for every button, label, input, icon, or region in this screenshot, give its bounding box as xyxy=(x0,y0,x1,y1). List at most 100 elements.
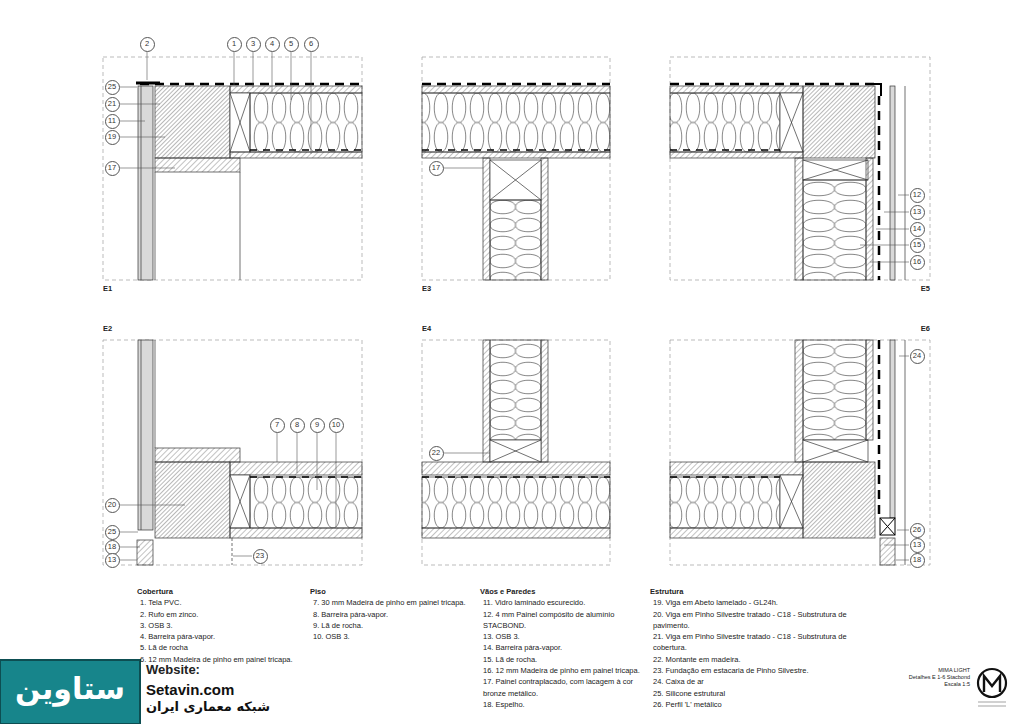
callout-number: 16 xyxy=(913,258,921,266)
list-heading: Vãos e Paredes xyxy=(480,586,640,597)
callout-circle: 15 xyxy=(910,238,925,253)
callout-number: 11 xyxy=(108,117,116,125)
callout-circle: 21 xyxy=(105,97,120,112)
callout-number: 19 xyxy=(108,133,116,141)
callout-circle: 16 xyxy=(910,255,925,270)
callout-circle: 3 xyxy=(246,37,261,52)
callout-circle: 23 xyxy=(253,549,268,564)
panel-label: E5 xyxy=(921,285,930,294)
callout-circle: 26 xyxy=(910,523,925,538)
panel-label: E4 xyxy=(422,325,431,334)
callout-circle: 10 xyxy=(329,418,344,433)
list-item: 14. Barreira pára-vapor. xyxy=(480,642,640,653)
list-item: 15. Lã de rocha. xyxy=(480,654,640,665)
callout-number: 18 xyxy=(913,556,921,564)
callout-circle: 20 xyxy=(105,498,120,513)
list-item: 19. Viga em Abeto lamelado - GL24h. xyxy=(650,597,862,608)
callout-circle: 4 xyxy=(265,37,280,52)
watermark-text: Website: xyxy=(146,663,200,678)
callout-circle: 25 xyxy=(105,525,120,540)
callout-circle: 11 xyxy=(105,114,120,129)
callout-number: 15 xyxy=(913,241,921,249)
watermark-logo-text: ستاوین xyxy=(15,672,125,707)
callout-circle: 17 xyxy=(429,161,444,176)
callout-number: 2 xyxy=(145,40,149,48)
list-item: 11. Vidro laminado escurecido. xyxy=(480,597,640,608)
list-item: 8. Barreira pára-vapor. xyxy=(310,609,470,620)
callout-circle: 8 xyxy=(290,418,305,433)
callout-number: 20 xyxy=(108,501,116,509)
material-list: Piso7. 30 mm Madeira de pinho em painel … xyxy=(310,586,470,642)
callout-circle: 2 xyxy=(140,37,155,52)
watermark-text: شبکه معماری ایران xyxy=(146,700,270,715)
title-block-text: Escala 1:5 xyxy=(944,681,970,687)
callout-circle: 6 xyxy=(304,37,319,52)
panel-label: E3 xyxy=(422,285,431,294)
callout-number: 9 xyxy=(315,421,319,429)
callout-number: 22 xyxy=(432,449,440,457)
callout-number: 8 xyxy=(295,421,299,429)
callout-number: 3 xyxy=(251,40,255,48)
material-list: Vãos e Paredes11. Vidro laminado escurec… xyxy=(480,586,640,710)
list-heading: Piso xyxy=(310,586,470,597)
list-item: 4. Barreira pára-vapor. xyxy=(137,631,309,642)
callout-circle: 14 xyxy=(910,222,925,237)
title-block-text: MIMA LIGHT xyxy=(938,667,970,673)
list-item: 24. Caixa de ar xyxy=(650,676,862,687)
callout-number: 14 xyxy=(913,225,921,233)
callout-number: 17 xyxy=(108,164,116,172)
callout-number: 26 xyxy=(913,526,921,534)
callout-number: 13 xyxy=(108,556,116,564)
title-block-text: Detalhes E 1-6 Stacbond xyxy=(909,674,970,680)
callout-circle: 13 xyxy=(105,553,120,568)
callout-number: 4 xyxy=(270,40,274,48)
callout-number: 23 xyxy=(256,552,264,560)
list-item: 2. Rufo em zinco. xyxy=(137,609,309,620)
callout-number: 7 xyxy=(275,421,279,429)
list-item: 20. Viga em Pinho Silvestre tratado - C1… xyxy=(650,609,862,632)
callout-number: 12 xyxy=(913,191,921,199)
list-item: 22. Montante em madeira. xyxy=(650,654,862,665)
callout-number: 24 xyxy=(913,352,921,360)
callout-circle: 13 xyxy=(910,205,925,220)
callout-circle: 19 xyxy=(105,130,120,145)
panel-label: E2 xyxy=(103,325,112,334)
list-item: 23. Fundação em estacaria de Pinho Silve… xyxy=(650,665,862,676)
callout-circle: 18 xyxy=(910,553,925,568)
list-item: 16. 12 mm Madeira de pinho em painel tri… xyxy=(480,665,640,676)
material-list: Cobertura1. Tela PVC.2. Rufo em zinco.3.… xyxy=(137,586,309,665)
callout-circle: 22 xyxy=(429,446,444,461)
list-item: 6. 12 mm Madeira de pinho em painel tric… xyxy=(137,654,309,665)
list-item: 10. OSB 3. xyxy=(310,631,470,642)
callout-number: 17 xyxy=(432,164,440,172)
list-item: 12. 4 mm Painel compósito de alumínio ST… xyxy=(480,609,640,632)
list-item: 25. Silicone estrutural xyxy=(650,688,862,699)
list-item: 5. Lã de rocha xyxy=(137,642,309,653)
watermark-text: Setavin.com xyxy=(146,681,234,698)
callout-circle: 24 xyxy=(910,349,925,364)
list-heading: Estrutura xyxy=(650,586,862,597)
callout-number: 18 xyxy=(108,543,116,551)
list-item: 21. Viga em Pinho Silvestre tratado - C1… xyxy=(650,631,862,654)
list-item: 1. Tela PVC. xyxy=(137,597,309,608)
panel-label: E6 xyxy=(921,325,930,334)
callout-circle: 12 xyxy=(910,188,925,203)
panel-label: E1 xyxy=(103,285,112,294)
callout-number: 25 xyxy=(108,528,116,536)
list-heading: Cobertura xyxy=(137,586,309,597)
callout-circle: 9 xyxy=(310,418,325,433)
list-item: 18. Espelho. xyxy=(480,699,640,710)
callout-circle: 1 xyxy=(227,37,242,52)
list-item: 26. Perfil 'L' metálico xyxy=(650,699,862,710)
callout-circle: 17 xyxy=(105,161,120,176)
callout-circle: 25 xyxy=(105,80,120,95)
callout-circle: 7 xyxy=(270,418,285,433)
list-item: 17. Painel contraplacado, com lacagem à … xyxy=(480,676,640,699)
callout-circle: 13 xyxy=(910,538,925,553)
callout-number: 1 xyxy=(232,40,236,48)
list-item: 7. 30 mm Madeira de pinho em painel tric… xyxy=(310,597,470,608)
callout-number: 25 xyxy=(108,83,116,91)
material-list: Estrutura19. Viga em Abeto lamelado - GL… xyxy=(650,586,862,710)
callout-number: 21 xyxy=(108,100,116,108)
list-item: 9. Lã de rocha. xyxy=(310,620,470,631)
